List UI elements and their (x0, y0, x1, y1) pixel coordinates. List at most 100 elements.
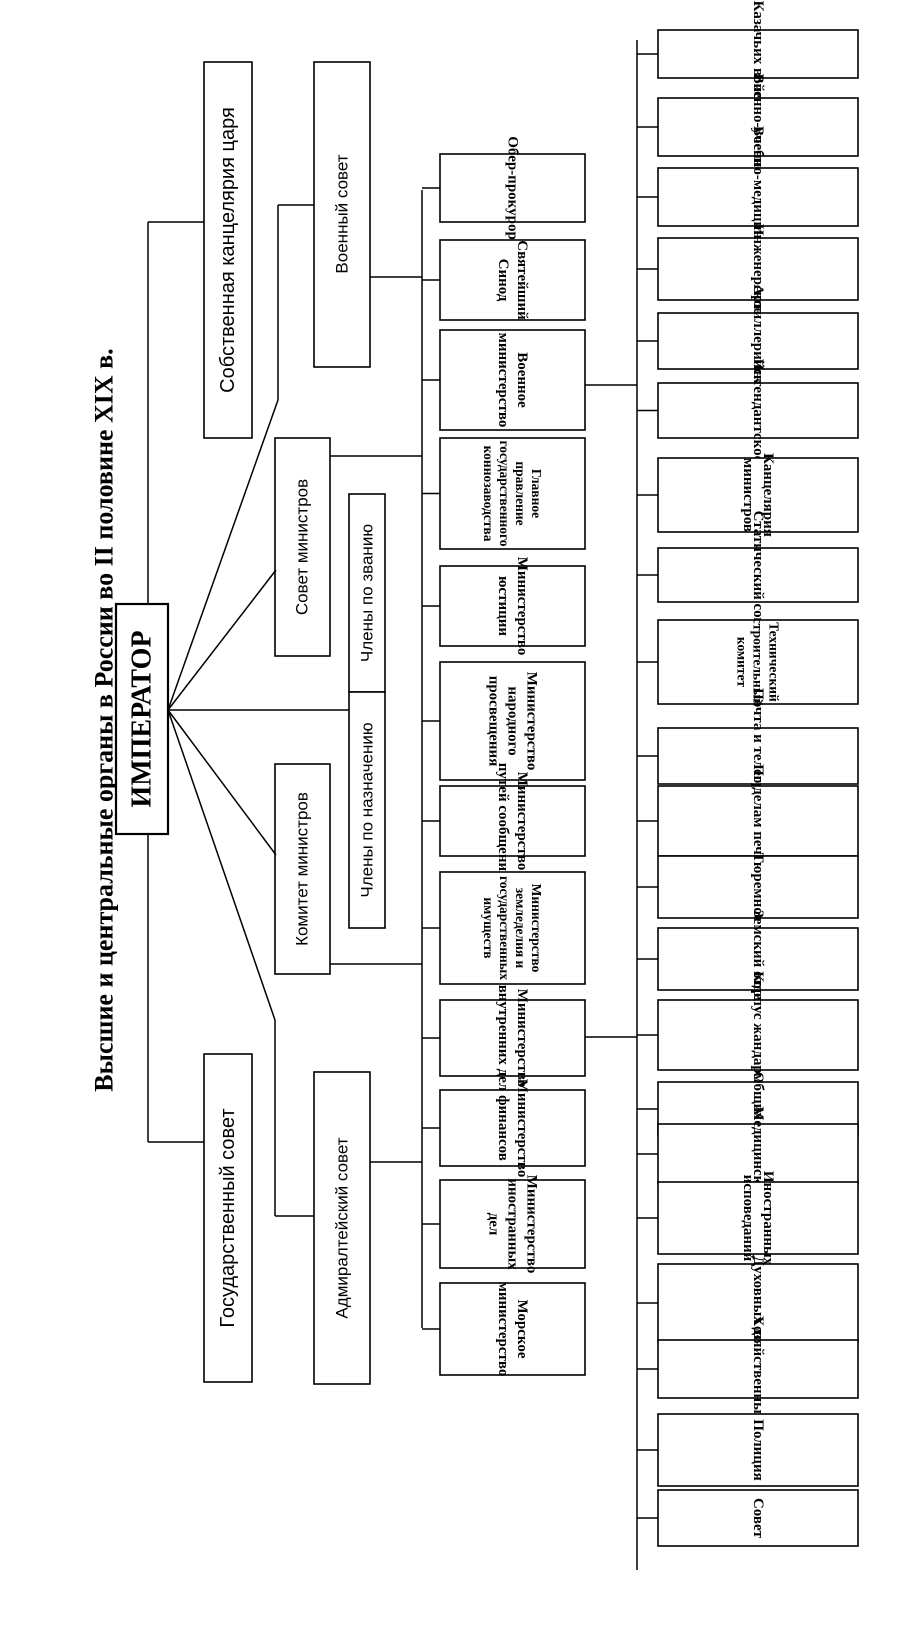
ministry-label: дел (486, 1213, 502, 1236)
ministry-label: коннозаводства (481, 446, 496, 542)
own-chancellery-label: Собственная канцелярия царя (217, 107, 239, 393)
ministry-label: внутренних дел (495, 985, 511, 1092)
ministry-label: Министерство (524, 1175, 540, 1274)
ministry-label: Министерство (514, 1079, 530, 1178)
council-of-ministers-box (274, 437, 331, 657)
department-box (657, 727, 859, 785)
ministry-label: Министерство (514, 557, 530, 656)
own-chancellery-box (203, 61, 253, 439)
department-20: Совет (637, 1489, 859, 1547)
members-by-appointment-box (348, 691, 386, 929)
ministry-label: Синод (495, 259, 511, 302)
department-4: Артиллерийское (637, 284, 859, 398)
ministry-label: иностранных (505, 1178, 521, 1270)
ministry-box (439, 785, 586, 857)
ministry-box (439, 437, 586, 550)
departments-group: Казачьих войскВоенно-учебноеВоенно-медиц… (637, 1, 859, 1547)
department-label: Инженерское (750, 224, 766, 315)
department-17: Духовных дел (637, 1256, 859, 1351)
department-label: Совет (750, 1498, 766, 1539)
department-label: Технический (767, 622, 782, 702)
department-label: Военно-медицинское (750, 126, 766, 268)
department-10: По делам печати (637, 764, 859, 878)
department-label: министров (740, 458, 756, 532)
department-12: Земский отдел (637, 910, 859, 1009)
department-box (657, 457, 859, 533)
ministry-label: государственного (497, 440, 512, 546)
department-label: Артиллерийское (750, 284, 766, 398)
emperor-box (114, 602, 170, 836)
department-2: Военно-медицинское (637, 126, 859, 268)
members-by-appointment-label: Члены по назначению (358, 722, 377, 898)
ministry-label: имуществ (481, 897, 496, 958)
department-5: Интендантское (637, 359, 859, 463)
department-label: Корпус жандармов (750, 971, 766, 1099)
military-council-box (313, 61, 371, 368)
ministry-label: земледелия и (513, 888, 528, 969)
department-box (657, 1181, 859, 1255)
department-label: строительный (751, 618, 766, 706)
state-council-label: Государственный совет (217, 1108, 239, 1327)
department-3: Инженерское (637, 224, 859, 315)
department-box (657, 1413, 859, 1487)
department-7: Статический совет (637, 511, 859, 640)
ministry-label: государственных (497, 876, 512, 980)
ministry-label: Военное (514, 352, 530, 408)
ministry-label: финансов (495, 1095, 511, 1161)
department-box (657, 1489, 859, 1547)
ministry-box (439, 329, 586, 431)
department-label: Медицинский (750, 1106, 766, 1202)
ministry-label: министерство (495, 333, 511, 428)
committee-of-ministers-label: Комитет министров (293, 792, 312, 946)
ministry-3: Главноеправлениегосударственногоконнозав… (422, 437, 586, 550)
department-box (657, 927, 859, 991)
department-label: Военно-учебное (750, 74, 766, 181)
ministry-box (439, 239, 586, 321)
ministry-label: правление (513, 461, 528, 525)
department-label: комитет (735, 637, 750, 688)
department-label: Интендантское (750, 359, 766, 463)
ministry-box (439, 999, 586, 1077)
ministry-label: Министерство (529, 884, 544, 973)
department-box (657, 999, 859, 1071)
department-label: Земский отдел (750, 910, 766, 1009)
department-18: Хозяйственный (637, 1315, 859, 1423)
ministry-box (439, 1282, 586, 1376)
ministry-label: Министерство (514, 772, 530, 871)
ministry-box (439, 565, 586, 647)
admiralty-council-label: Адмиралтейский совет (333, 1137, 352, 1318)
department-box (657, 382, 859, 439)
department-box (657, 237, 859, 301)
ministry-0: Обер-прокурор (422, 136, 586, 240)
council-of-ministers-label: Совет министров (293, 479, 312, 615)
committee-of-ministers-box (274, 763, 331, 975)
members-by-rank-box (348, 493, 386, 693)
ministry-box (439, 153, 586, 223)
department-label: Иностранных (760, 1171, 776, 1266)
department-label: Канцелярия (760, 453, 776, 537)
department-box (657, 619, 859, 705)
department-13: Корпус жандармов (637, 971, 859, 1099)
ministry-label: Морское (514, 1299, 530, 1358)
ministry-label: Святейший (514, 240, 530, 320)
ministry-label: просвещения (486, 676, 502, 767)
members-by-rank-label: Члены по званию (358, 524, 377, 662)
admiralty-council-box (313, 1071, 371, 1385)
department-box (657, 1339, 859, 1399)
department-label: Казачьих войск (750, 1, 766, 108)
ministry-box (439, 1089, 586, 1167)
state-council-box (203, 1053, 253, 1383)
ministry-label: путей сообщения (495, 763, 511, 879)
ministry-label: Обер-прокурор (505, 136, 521, 240)
department-label: По делам печати (750, 764, 766, 878)
